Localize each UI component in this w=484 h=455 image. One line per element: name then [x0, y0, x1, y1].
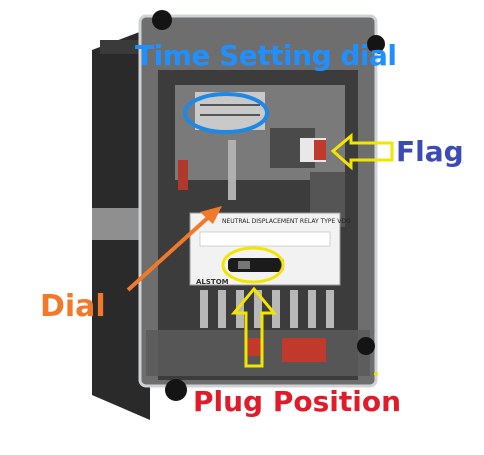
time-setting-highlight-ellipse — [183, 92, 269, 134]
flag-label: Flag — [396, 135, 464, 168]
dial-label: Dial — [40, 289, 106, 324]
warning-symbol — [248, 338, 262, 356]
flag-arrow — [330, 132, 394, 171]
corner-screw-bottom-left — [165, 379, 187, 401]
time-setting-dial-label: Time Setting dial — [135, 39, 397, 72]
plug-bridge-slot — [228, 258, 284, 272]
corner-screw-bottom-right — [357, 337, 375, 355]
plug — [238, 261, 250, 269]
warning-label — [282, 338, 326, 362]
plug-position-highlight-ellipse — [221, 246, 285, 284]
nameplate-table — [199, 231, 331, 247]
red-component — [178, 160, 188, 190]
terminal-block — [200, 290, 334, 328]
flag-indicator-red — [314, 140, 326, 160]
nameplate-brand: ALSTOM — [196, 278, 229, 286]
nameplate-title: NEUTRAL DISPLACEMENT RELAY TYPE VDG — [222, 218, 351, 225]
dial-arrow-head — [200, 206, 222, 224]
corner-screw-top-left — [152, 10, 172, 30]
corner-screw-top-right — [367, 35, 385, 53]
dial-arrow-shaft — [126, 212, 214, 292]
plug-position-label: Plug Position — [193, 385, 402, 418]
marker-dot — [374, 372, 378, 376]
plug-position-arrow — [230, 286, 278, 368]
spindle — [228, 140, 236, 200]
